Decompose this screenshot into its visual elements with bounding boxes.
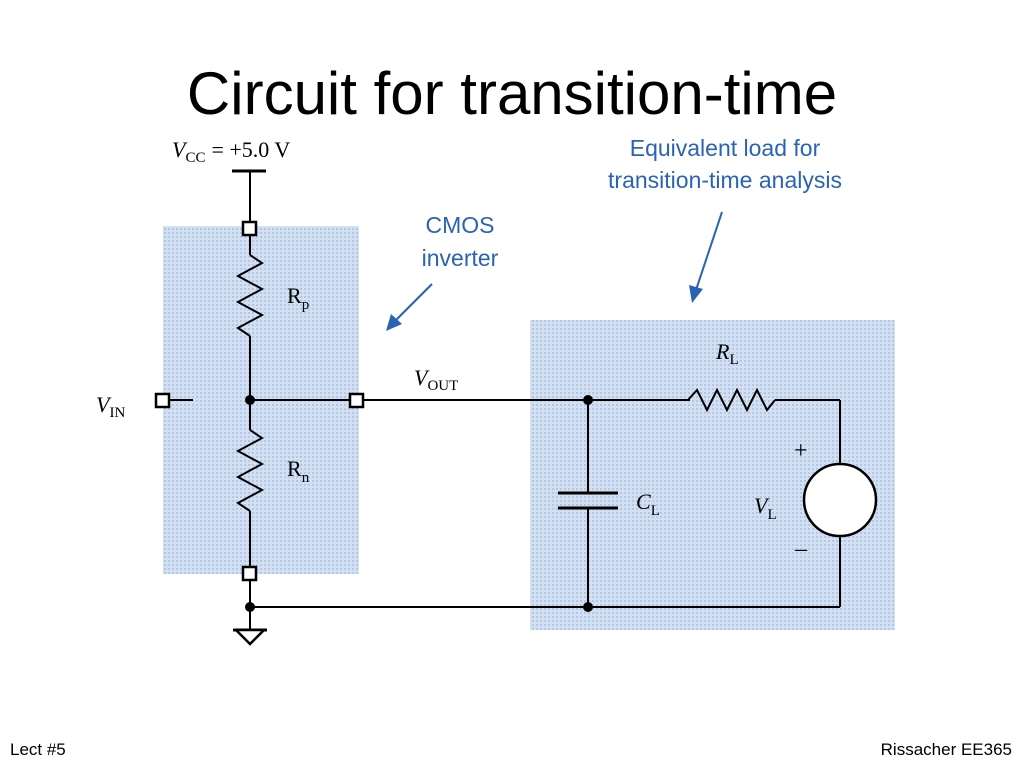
voltage-source-vl bbox=[802, 462, 878, 538]
vin-label: VIN bbox=[96, 392, 125, 421]
load-annotation-line1: Equivalent load for bbox=[630, 135, 821, 161]
vin-terminal bbox=[154, 392, 171, 409]
vcc-label: VCC= +5.0 V bbox=[172, 137, 290, 166]
cmos-arrow-head bbox=[386, 314, 402, 331]
vout-label: VOUT bbox=[414, 365, 458, 394]
vcc-terminal bbox=[241, 220, 258, 237]
rp-resistor bbox=[235, 254, 265, 337]
load-arrow-head bbox=[689, 285, 703, 303]
load-annotation-line2: transition-time analysis bbox=[608, 167, 842, 193]
rl-resistor bbox=[687, 387, 776, 413]
rp-label: Rp bbox=[287, 283, 309, 313]
minus-sign: – bbox=[794, 536, 808, 562]
cmos-annotation-line2: inverter bbox=[422, 245, 499, 271]
vl-label: VL bbox=[754, 493, 777, 523]
ground-symbol bbox=[232, 628, 268, 646]
cl-label: CL bbox=[636, 489, 660, 519]
vout-terminal bbox=[348, 392, 365, 409]
slide-title: Circuit for transition-time bbox=[186, 60, 838, 127]
cmos-annotation-line1: CMOS bbox=[426, 212, 495, 238]
footer-lecture-number: Lect #5 bbox=[10, 740, 66, 759]
cmos-arrow-shaft bbox=[393, 283, 433, 323]
rl-label: RL bbox=[715, 339, 739, 368]
footer-course: Rissacher EE365 bbox=[880, 740, 1012, 759]
plus-sign: + bbox=[794, 438, 808, 464]
load-arrow-shaft bbox=[695, 211, 723, 291]
ground-terminal bbox=[241, 565, 258, 582]
rn-resistor bbox=[235, 429, 265, 512]
rn-label: Rn bbox=[287, 456, 310, 486]
